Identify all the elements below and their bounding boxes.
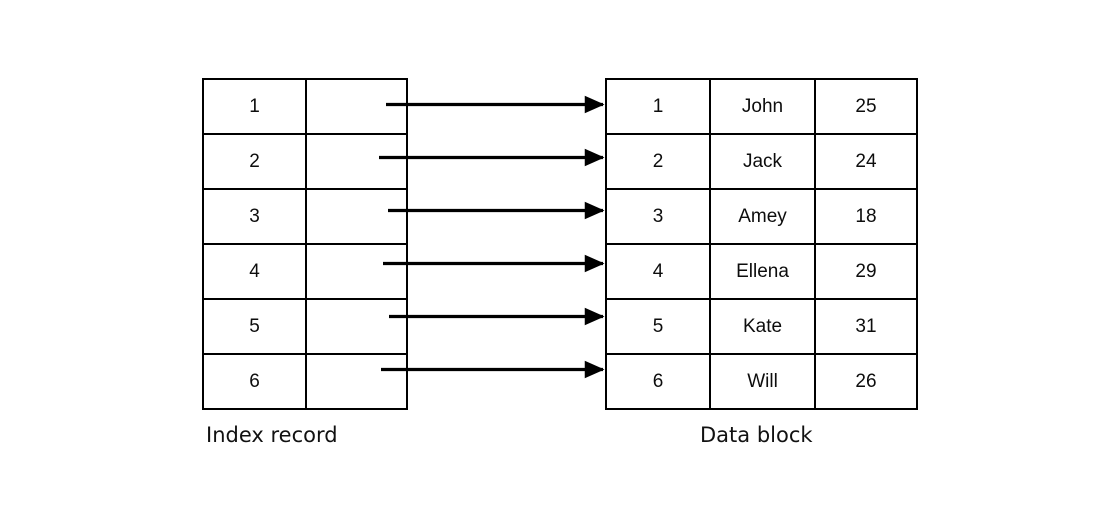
index-pointer-cell xyxy=(305,133,408,190)
index-pointer-cell xyxy=(305,188,408,245)
data-id-cell: 3 xyxy=(605,188,711,245)
data-age-cell: 29 xyxy=(814,243,918,300)
table-row: 5 Kate 31 xyxy=(605,298,918,355)
data-age-cell: 31 xyxy=(814,298,918,355)
index-record-table: 1 2 3 4 5 6 xyxy=(202,78,408,410)
index-record-caption: Index record xyxy=(206,423,338,447)
table-row: 5 xyxy=(202,298,408,355)
index-pointer-cell xyxy=(305,78,408,135)
data-block-caption: Data block xyxy=(700,423,813,447)
data-block-table: 1 John 25 2 Jack 24 3 Amey 18 4 Ellena 2… xyxy=(605,78,918,410)
data-name-cell: Will xyxy=(709,353,816,410)
data-age-cell: 25 xyxy=(814,78,918,135)
data-name-cell: Amey xyxy=(709,188,816,245)
table-row: 6 xyxy=(202,353,408,410)
index-pointer-cell xyxy=(305,243,408,300)
table-row: 6 Will 26 xyxy=(605,353,918,410)
index-pointer-cell xyxy=(305,353,408,410)
index-key-cell: 3 xyxy=(202,188,307,245)
data-id-cell: 5 xyxy=(605,298,711,355)
table-row: 1 John 25 xyxy=(605,78,918,135)
index-pointer-cell xyxy=(305,298,408,355)
index-key-cell: 2 xyxy=(202,133,307,190)
data-id-cell: 1 xyxy=(605,78,711,135)
data-id-cell: 6 xyxy=(605,353,711,410)
table-row: 2 xyxy=(202,133,408,190)
data-id-cell: 2 xyxy=(605,133,711,190)
index-key-cell: 1 xyxy=(202,78,307,135)
data-age-cell: 26 xyxy=(814,353,918,410)
index-key-cell: 5 xyxy=(202,298,307,355)
data-name-cell: Jack xyxy=(709,133,816,190)
data-age-cell: 24 xyxy=(814,133,918,190)
data-id-cell: 4 xyxy=(605,243,711,300)
table-row: 1 xyxy=(202,78,408,135)
data-age-cell: 18 xyxy=(814,188,918,245)
index-key-cell: 6 xyxy=(202,353,307,410)
table-row: 3 Amey 18 xyxy=(605,188,918,245)
table-row: 4 Ellena 29 xyxy=(605,243,918,300)
data-name-cell: John xyxy=(709,78,816,135)
data-name-cell: Ellena xyxy=(709,243,816,300)
table-row: 3 xyxy=(202,188,408,245)
table-row: 2 Jack 24 xyxy=(605,133,918,190)
data-name-cell: Kate xyxy=(709,298,816,355)
table-row: 4 xyxy=(202,243,408,300)
index-key-cell: 4 xyxy=(202,243,307,300)
